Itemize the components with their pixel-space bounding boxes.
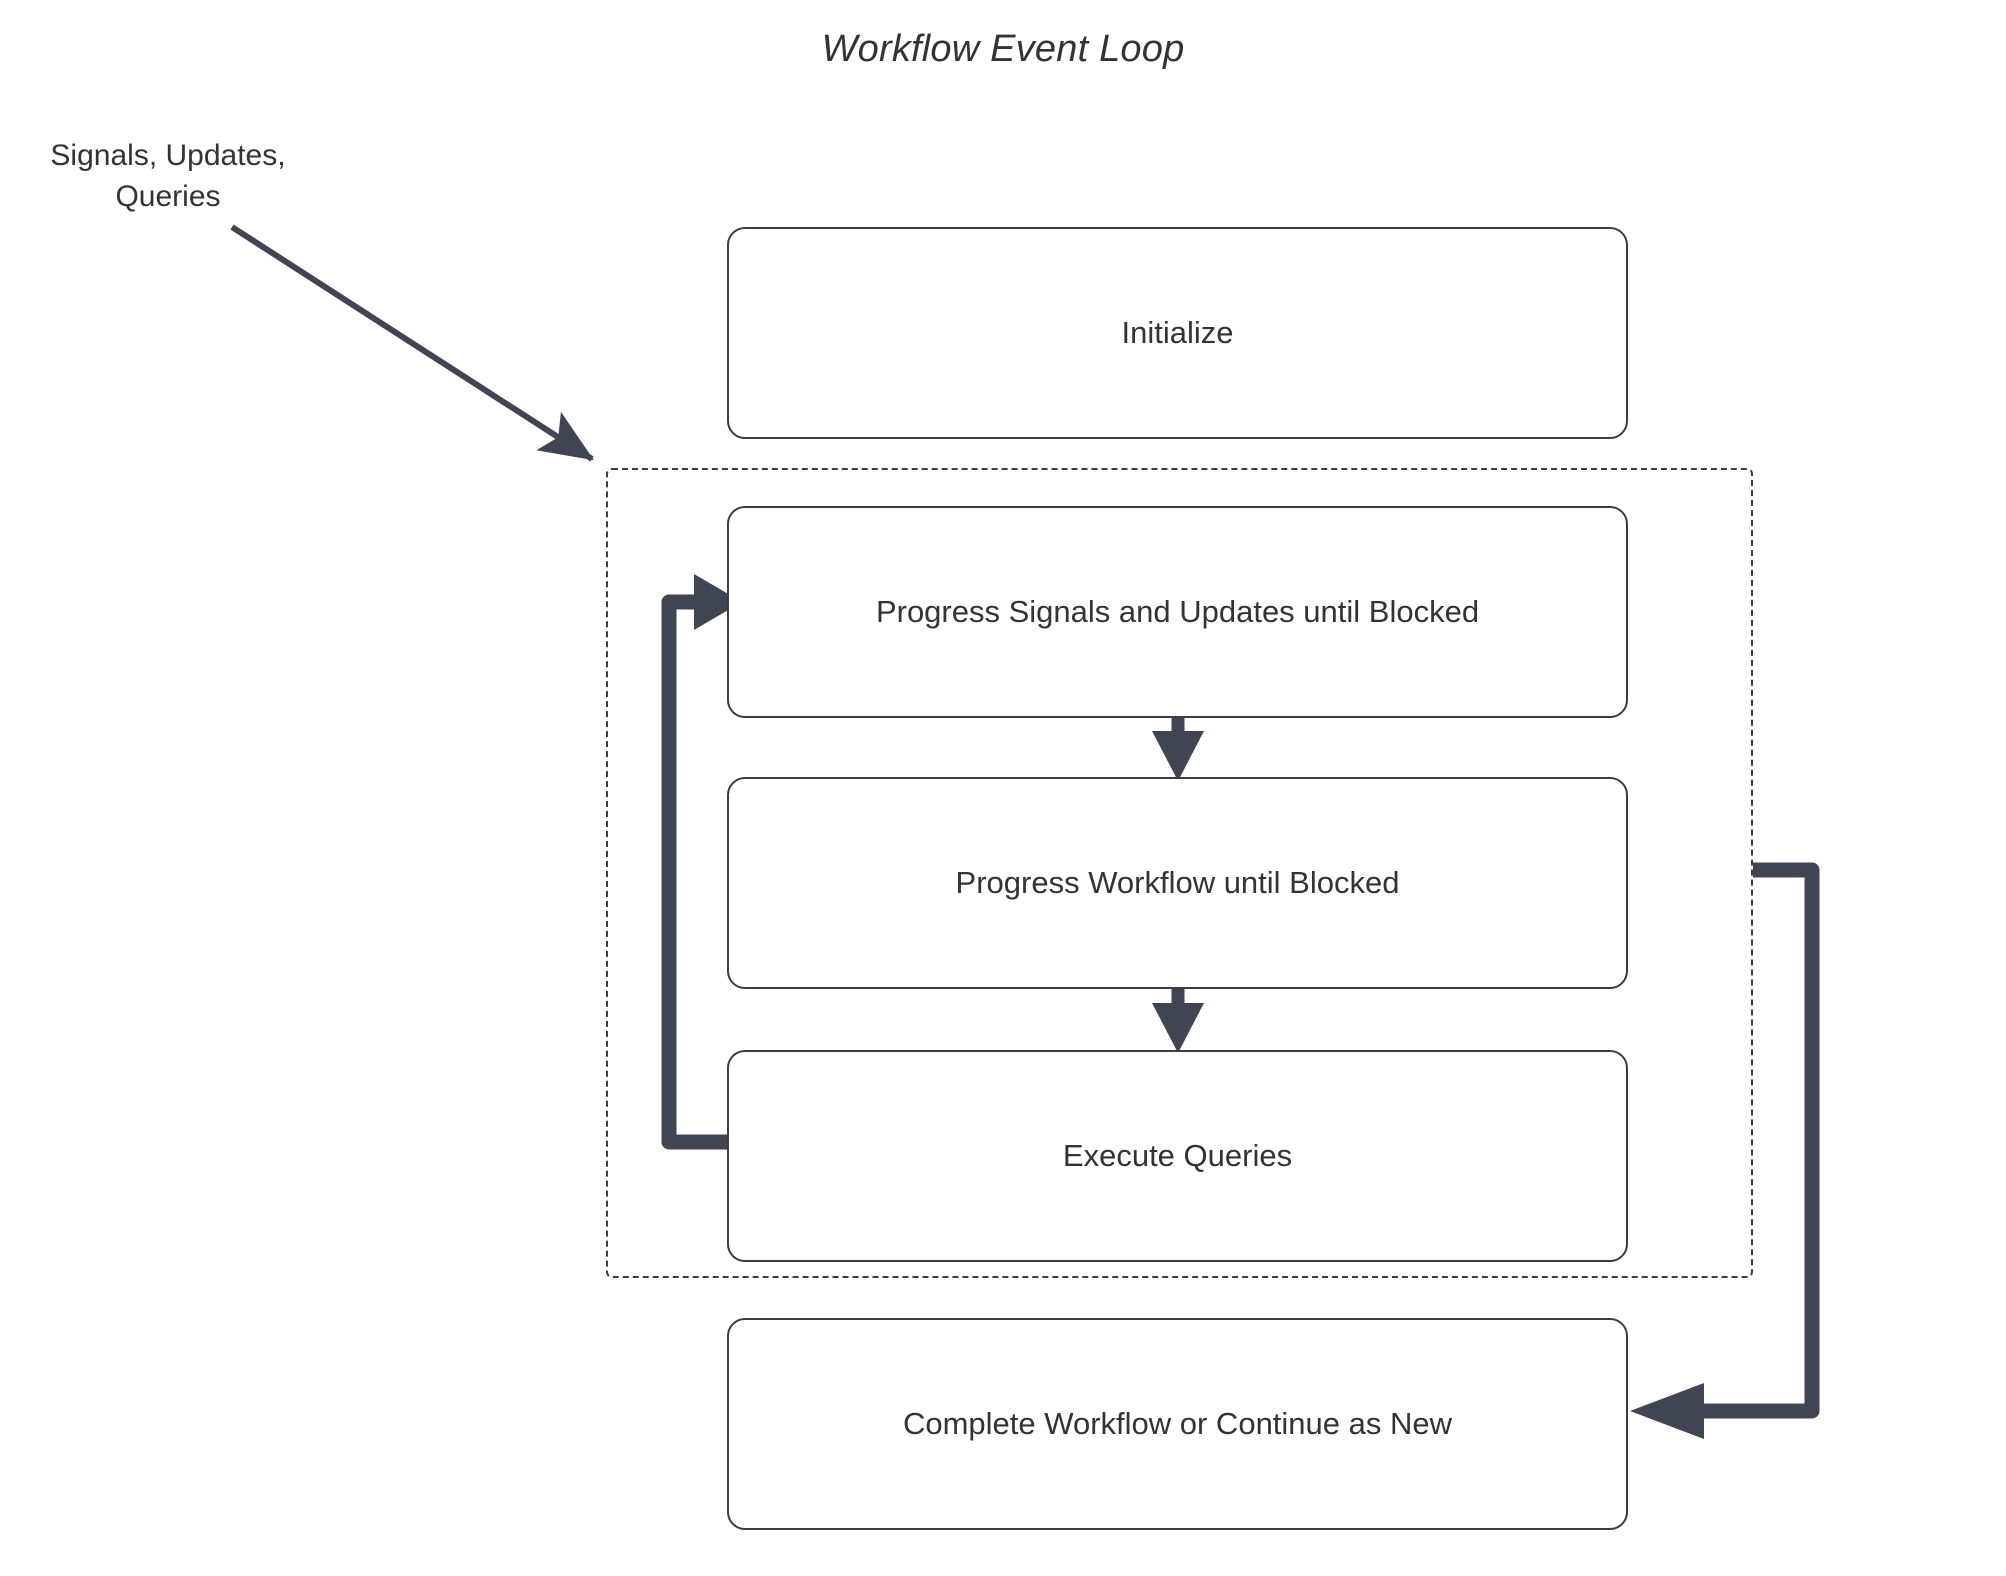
- edge-external-input-to-loop: [230, 224, 595, 462]
- node-progress-workflow-label: Progress Workflow until Blocked: [955, 865, 1400, 900]
- node-progress-workflow[interactable]: Progress Workflow until Blocked: [727, 777, 1628, 989]
- edge-progress-wf-to-execute-q: [1152, 980, 1204, 1053]
- node-progress-signals-updates[interactable]: Progress Signals and Updates until Block…: [727, 506, 1628, 718]
- node-execute-queries[interactable]: Execute Queries: [727, 1050, 1628, 1262]
- edge-progress-su-to-progress-wf: [1152, 708, 1204, 781]
- node-progress-signals-updates-label: Progress Signals and Updates until Block…: [875, 594, 1480, 629]
- edge-execute-q-to-progress-su-loopback: [661, 574, 742, 1150]
- edge-loop-to-complete-workflow: [1630, 862, 1820, 1439]
- page-title: Workflow Event Loop: [821, 28, 1185, 70]
- node-initialize-label: Initialize: [1121, 315, 1234, 350]
- node-execute-queries-label: Execute Queries: [1062, 1138, 1293, 1173]
- external-input-label: Signals, Updates, Queries: [50, 139, 286, 213]
- node-complete-workflow[interactable]: Complete Workflow or Continue as New: [727, 1318, 1628, 1530]
- node-complete-workflow-label: Complete Workflow or Continue as New: [902, 1406, 1453, 1441]
- node-initialize[interactable]: Initialize: [727, 227, 1628, 439]
